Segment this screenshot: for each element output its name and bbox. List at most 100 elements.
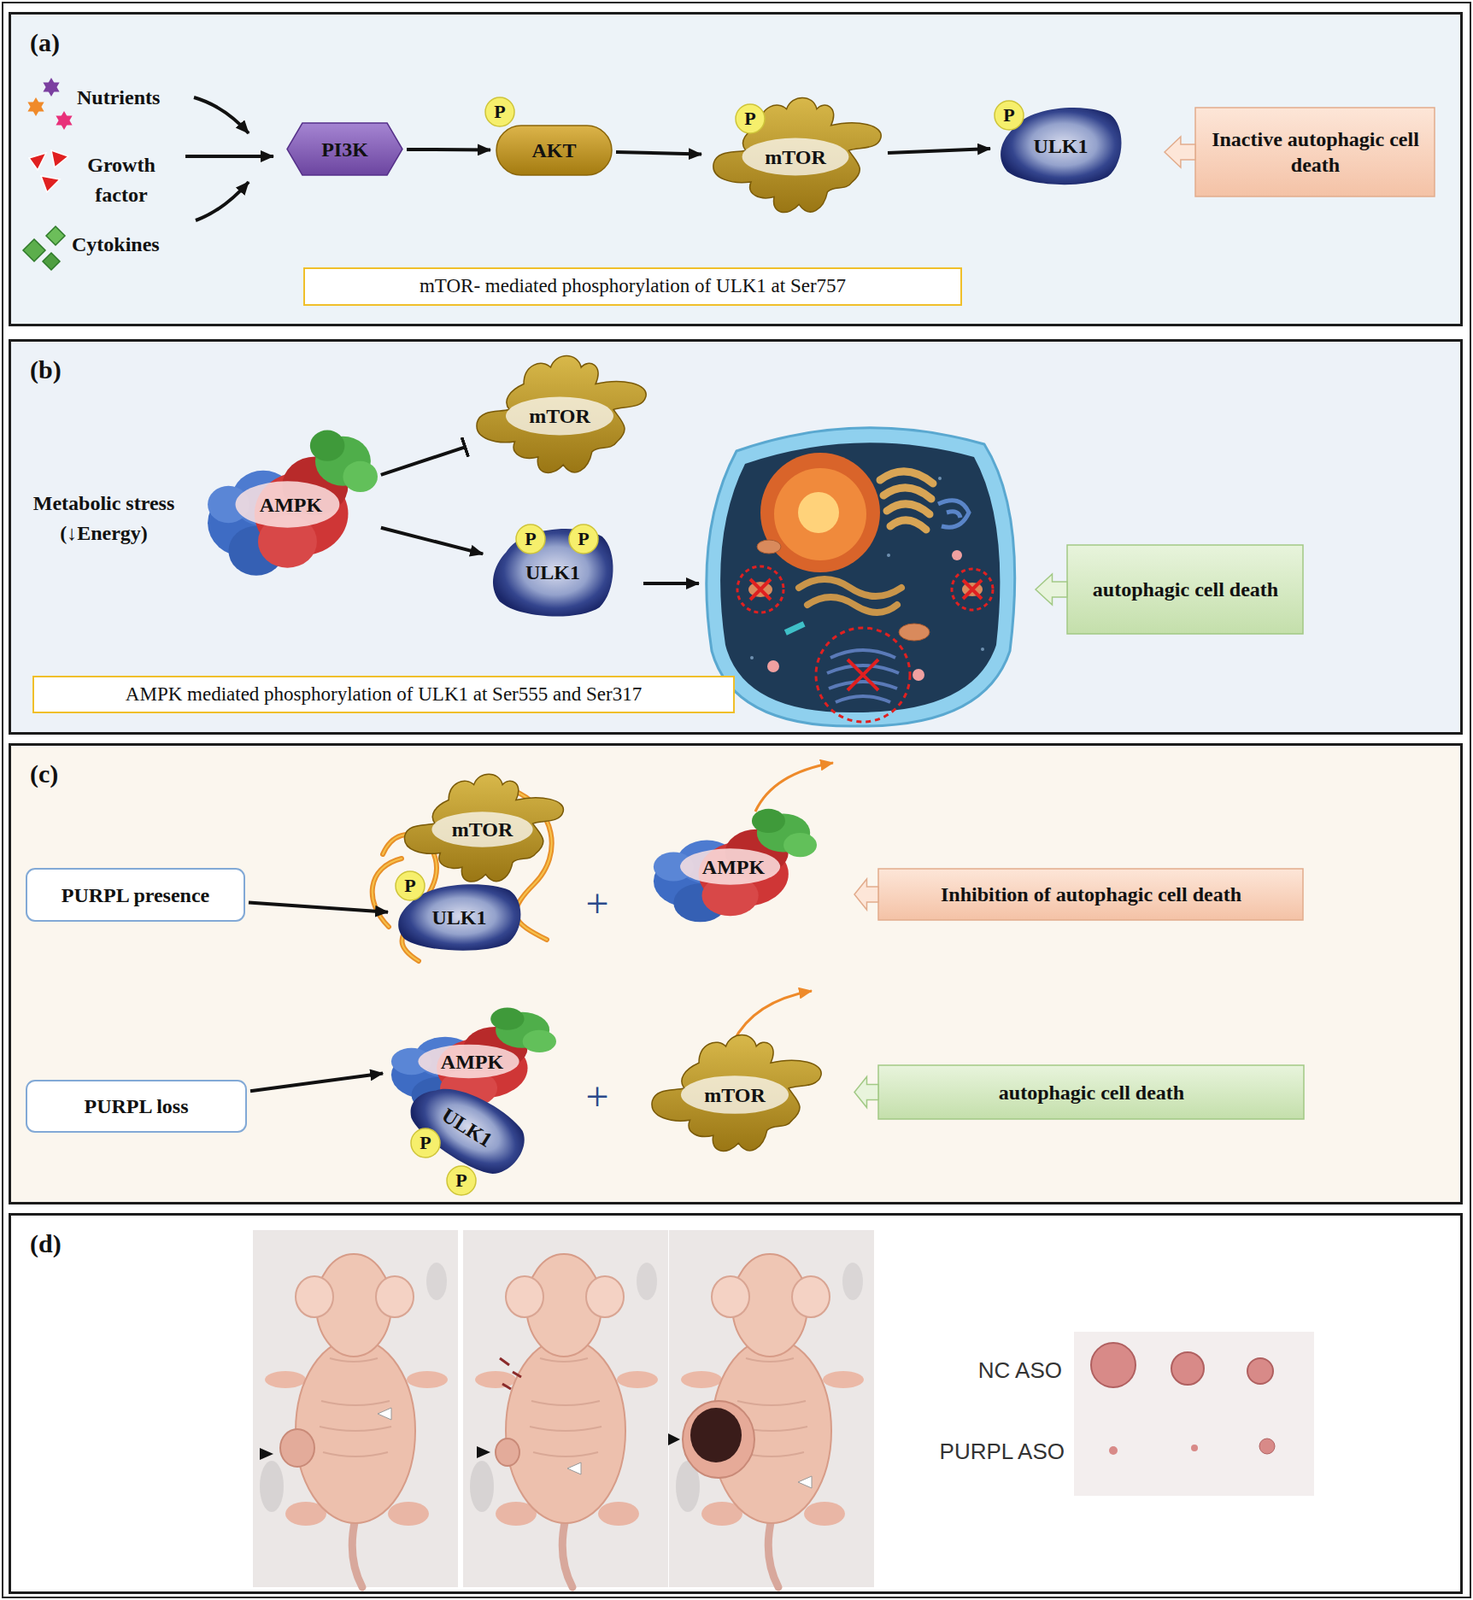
circle-part bbox=[767, 660, 780, 673]
phospho-circle: P bbox=[568, 523, 599, 555]
path-part bbox=[492, 528, 613, 617]
ampk-protein: AMPK bbox=[650, 806, 817, 928]
path-part bbox=[476, 356, 646, 474]
node-text: P bbox=[455, 1171, 467, 1191]
input-label: Growth factor bbox=[73, 150, 170, 211]
node-text: Inactive autophagic cell death bbox=[1203, 126, 1427, 178]
arrow-connector bbox=[616, 152, 702, 155]
panel-letter: (d) bbox=[29, 1227, 62, 1261]
panel-frame: (b)AMPKmTORPPULK1autophagic cell deathAM… bbox=[8, 339, 1463, 735]
circle-part bbox=[485, 97, 515, 127]
input-arrows bbox=[185, 97, 274, 221]
caption-box: mTOR- mediated phosphorylation of ULK1 a… bbox=[303, 267, 963, 306]
path-part bbox=[886, 504, 930, 515]
ellipse-part bbox=[235, 481, 341, 528]
node-text: AMPK mediated phosphorylation of ULK1 at… bbox=[125, 682, 642, 708]
outcome-box: autophagic cell death bbox=[1033, 544, 1304, 635]
polygon-part bbox=[51, 150, 69, 168]
polygon-part bbox=[287, 123, 403, 176]
circle-part bbox=[774, 468, 867, 561]
node-text: PURPL loss bbox=[83, 1093, 188, 1120]
ellipse-part bbox=[495, 1438, 520, 1467]
phospho-circle: P bbox=[993, 99, 1025, 131]
circle-part bbox=[751, 809, 786, 834]
rect-part bbox=[26, 868, 245, 922]
polygon-part bbox=[668, 1433, 681, 1446]
panel-frame: (a)PI3KPAKTPmTORPULK1Inactive autophagic… bbox=[8, 11, 1463, 327]
node-text: mTOR- mediated phosphorylation of ULK1 a… bbox=[419, 274, 846, 300]
arrow-connector bbox=[381, 528, 483, 555]
cell-illustration bbox=[706, 428, 1016, 727]
circle-part bbox=[886, 553, 891, 558]
circle-part bbox=[410, 1128, 441, 1158]
rect-part bbox=[8, 339, 1463, 735]
circle-part bbox=[798, 492, 840, 534]
path-part bbox=[890, 520, 927, 530]
g-part bbox=[938, 500, 969, 529]
ellipse-part bbox=[690, 1408, 742, 1463]
panel-letter: (c) bbox=[29, 757, 59, 791]
path-part bbox=[938, 500, 969, 529]
polygon-part bbox=[23, 239, 46, 262]
circle-part bbox=[1109, 1446, 1118, 1456]
node-text: ULK1 bbox=[1032, 133, 1088, 159]
path-part bbox=[828, 681, 898, 689]
node-text: P bbox=[577, 529, 589, 549]
circle-part bbox=[735, 104, 765, 134]
mtor-protein: mTOR bbox=[645, 1031, 825, 1159]
ellipse-part bbox=[682, 1401, 755, 1479]
phospho-circle: P bbox=[394, 870, 426, 902]
ampk-protein: AMPK bbox=[204, 427, 378, 582]
path-part bbox=[193, 97, 249, 134]
group-label: PURPL ASO bbox=[897, 1437, 1065, 1468]
rect-part bbox=[496, 125, 612, 176]
ellipse-part bbox=[680, 848, 781, 885]
node-text: P bbox=[524, 529, 536, 549]
rect-part bbox=[8, 1213, 1463, 1595]
path-part bbox=[807, 597, 898, 613]
node-text: ULK1 bbox=[525, 559, 581, 586]
circle-part bbox=[938, 476, 942, 481]
circle-part bbox=[569, 524, 599, 554]
stress-label: Metabolic stress (↓Energy) bbox=[11, 488, 196, 549]
path-part bbox=[946, 511, 961, 518]
polygon-part bbox=[46, 226, 65, 246]
path-part bbox=[883, 487, 932, 499]
polygon-part bbox=[854, 1077, 879, 1109]
path-part bbox=[798, 579, 902, 597]
node-text: P bbox=[493, 102, 505, 122]
node-text: ULK1 bbox=[431, 904, 487, 931]
rect-part bbox=[26, 1080, 247, 1133]
use-part bbox=[669, 1230, 875, 1588]
polygon-part bbox=[854, 879, 879, 910]
circle-part bbox=[912, 669, 925, 681]
g-part bbox=[798, 579, 902, 613]
circle-part bbox=[342, 461, 378, 493]
phospho-circle: P bbox=[734, 103, 766, 135]
path-part bbox=[847, 659, 879, 691]
panel-letter: (a) bbox=[29, 26, 60, 59]
node-text: P bbox=[404, 876, 416, 896]
circle-part bbox=[994, 100, 1024, 130]
use-part bbox=[463, 1230, 669, 1588]
arrow-connector bbox=[250, 1073, 383, 1092]
path-part bbox=[750, 579, 771, 600]
polygon-part bbox=[55, 116, 72, 131]
polygon-part bbox=[259, 1448, 274, 1461]
node-text: mTOR bbox=[451, 816, 514, 843]
rect-part bbox=[1073, 1332, 1315, 1497]
path-part bbox=[404, 774, 564, 882]
input-label: Nutrients bbox=[76, 84, 197, 112]
circle-part bbox=[1259, 1438, 1275, 1455]
path-part bbox=[733, 991, 812, 1043]
panel-frame: (c)PURPL presencemTORPULK1AMPKInhibition… bbox=[8, 743, 1463, 1205]
phospho-circle: P bbox=[515, 523, 546, 555]
circle-part bbox=[516, 524, 546, 554]
mtor-protein: mTOR bbox=[706, 93, 885, 220]
ellipse-part bbox=[505, 397, 614, 436]
rect-part bbox=[878, 1065, 1304, 1120]
ellipse-part bbox=[757, 539, 781, 554]
